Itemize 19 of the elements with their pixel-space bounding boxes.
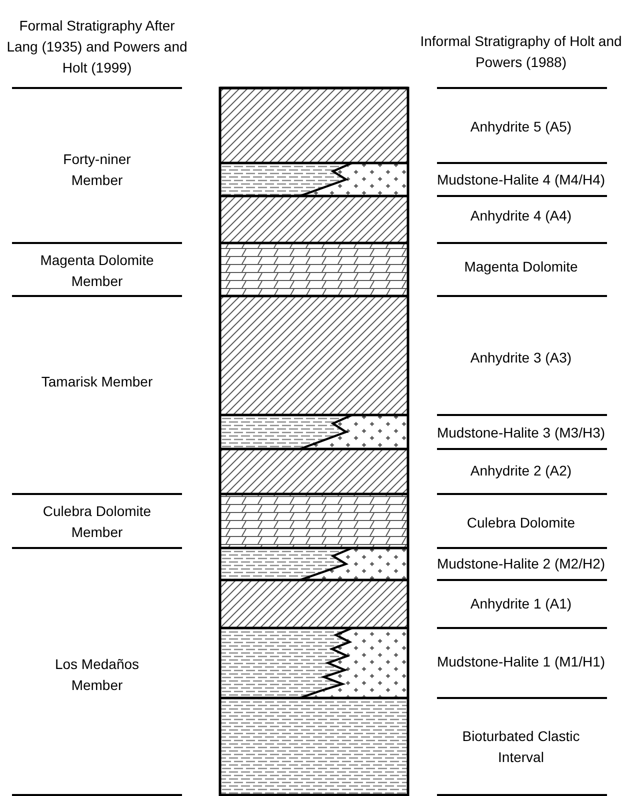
unit-name: Mudstone-Halite 2 (M2/H2) — [436, 554, 606, 574]
unit-name: Mudstone-Halite 3 (M3/H3) — [436, 424, 606, 442]
unit-name: Anhydrite 1 (A1) — [469, 594, 573, 614]
unit-name: Anhydrite 4 (A4) — [469, 206, 573, 226]
member-name: Culebra Dolomite Member — [42, 502, 152, 542]
column-heading: Informal Stratigraphy of Holt and Powers (1988) — [419, 32, 623, 72]
unit-name: Culebra Dolomite — [466, 514, 576, 532]
unit-name: Anhydrite 3 (A3) — [469, 348, 573, 368]
member-name: Tamarisk Member — [40, 372, 154, 392]
column-heading: Formal Stratigraphy After Lang (1935) and Powers and Holt (1999) — [6, 16, 188, 78]
unit-name: Mudstone-Halite 1 (M1/H1) — [436, 652, 606, 672]
unit-name: Anhydrite 5 (A5) — [469, 118, 573, 136]
unit-name: Mudstone-Halite 4 (M4/H4) — [436, 170, 606, 190]
member-name: Los Medaños Member — [54, 655, 140, 695]
member-name: Forty-niner Member — [62, 150, 132, 190]
unit-name: Bioturbated Clastic Interval — [461, 727, 581, 767]
unit-name: Anhydrite 2 (A2) — [469, 462, 573, 480]
member-name: Magenta Dolomite Member — [39, 251, 155, 291]
unit-name: Magenta Dolomite — [463, 258, 579, 276]
